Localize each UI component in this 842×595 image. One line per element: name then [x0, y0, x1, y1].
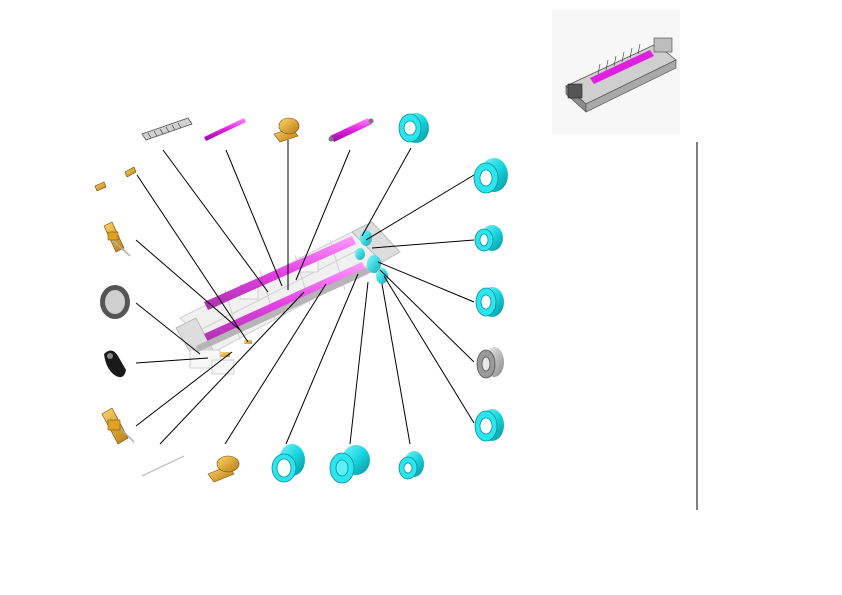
shaft-magenta [328, 118, 374, 142]
bushing-flange [271, 444, 305, 483]
leader-lines [135, 140, 475, 445]
bearing-top [398, 113, 429, 143]
seal-ring [100, 285, 130, 319]
rail-comb [141, 117, 193, 141]
connector-pin-2 [101, 407, 135, 445]
bushing-small [398, 451, 424, 480]
thermostat-top [273, 117, 300, 143]
clip-small-1 [94, 181, 107, 192]
clip-small-2 [124, 166, 137, 178]
connector-pin-1 [103, 221, 131, 257]
bearing-right-1 [473, 158, 508, 194]
gear-grey [476, 347, 504, 379]
thermostat-bottom [207, 455, 240, 483]
sleeve-large [329, 445, 370, 484]
wire-thin [141, 455, 185, 477]
bearing-right-2 [475, 287, 504, 317]
bushing-right [474, 225, 503, 252]
assembly-thumbnail [552, 10, 680, 134]
bearing-right-3 [474, 409, 504, 442]
rod-magenta [204, 118, 246, 141]
cam-black [104, 350, 126, 378]
